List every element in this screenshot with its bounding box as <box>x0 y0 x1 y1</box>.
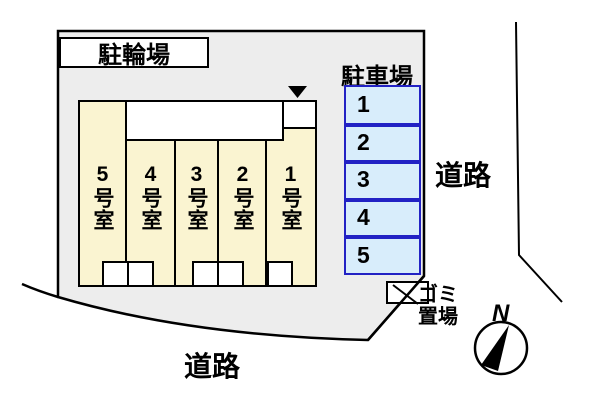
parking-space-row: 2 <box>344 124 421 163</box>
entrance-box <box>127 261 154 287</box>
parking-space-number: 3 <box>357 166 370 193</box>
parking-space-number: 4 <box>357 204 370 231</box>
compass-n-label: N <box>492 300 510 327</box>
parking-space-row: 3 <box>344 162 421 200</box>
parking-space-row: 4 <box>344 199 421 238</box>
parking-space-row: 5 <box>344 237 421 275</box>
corridor <box>125 100 284 141</box>
garbage-label-line1: ゴミ <box>418 284 458 306</box>
entrance-box <box>217 261 244 287</box>
room-label-2: 2号室 <box>231 163 254 231</box>
road-edge-curve <box>21 282 59 299</box>
room-label-4: 4号室 <box>139 163 162 231</box>
bicycle-parking-label: 駐輪場 <box>59 37 209 69</box>
parking-space-number: 2 <box>357 128 370 155</box>
road-edge-right-line <box>515 21 563 303</box>
road-label-right: 道路 <box>435 160 492 191</box>
road-label-bottom: 道路 <box>184 351 241 382</box>
parking-space-number: 5 <box>357 241 370 268</box>
down-triangle-marker <box>288 86 307 98</box>
room-label-3: 3号室 <box>185 163 208 231</box>
garbage-area-label: ゴミ 置場 <box>406 284 470 328</box>
entrance-box <box>102 261 129 287</box>
entrance-box <box>267 261 293 287</box>
stair-landing <box>282 100 317 129</box>
boundary-diagonal <box>367 275 425 341</box>
parking-space-row: 1 <box>344 85 421 125</box>
parking-space-number: 1 <box>357 91 370 118</box>
entrance-box <box>192 261 219 287</box>
compass-needle <box>481 325 509 371</box>
garbage-cross-line <box>392 284 419 305</box>
garbage-label-line2: 置場 <box>418 306 458 328</box>
parking-spaces: 1 2 3 4 5 <box>344 85 421 275</box>
room-label-5: 5号室 <box>91 163 114 231</box>
room-label-1: 1号室 <box>279 163 302 231</box>
bicycle-parking-text: 駐輪場 <box>98 42 170 69</box>
